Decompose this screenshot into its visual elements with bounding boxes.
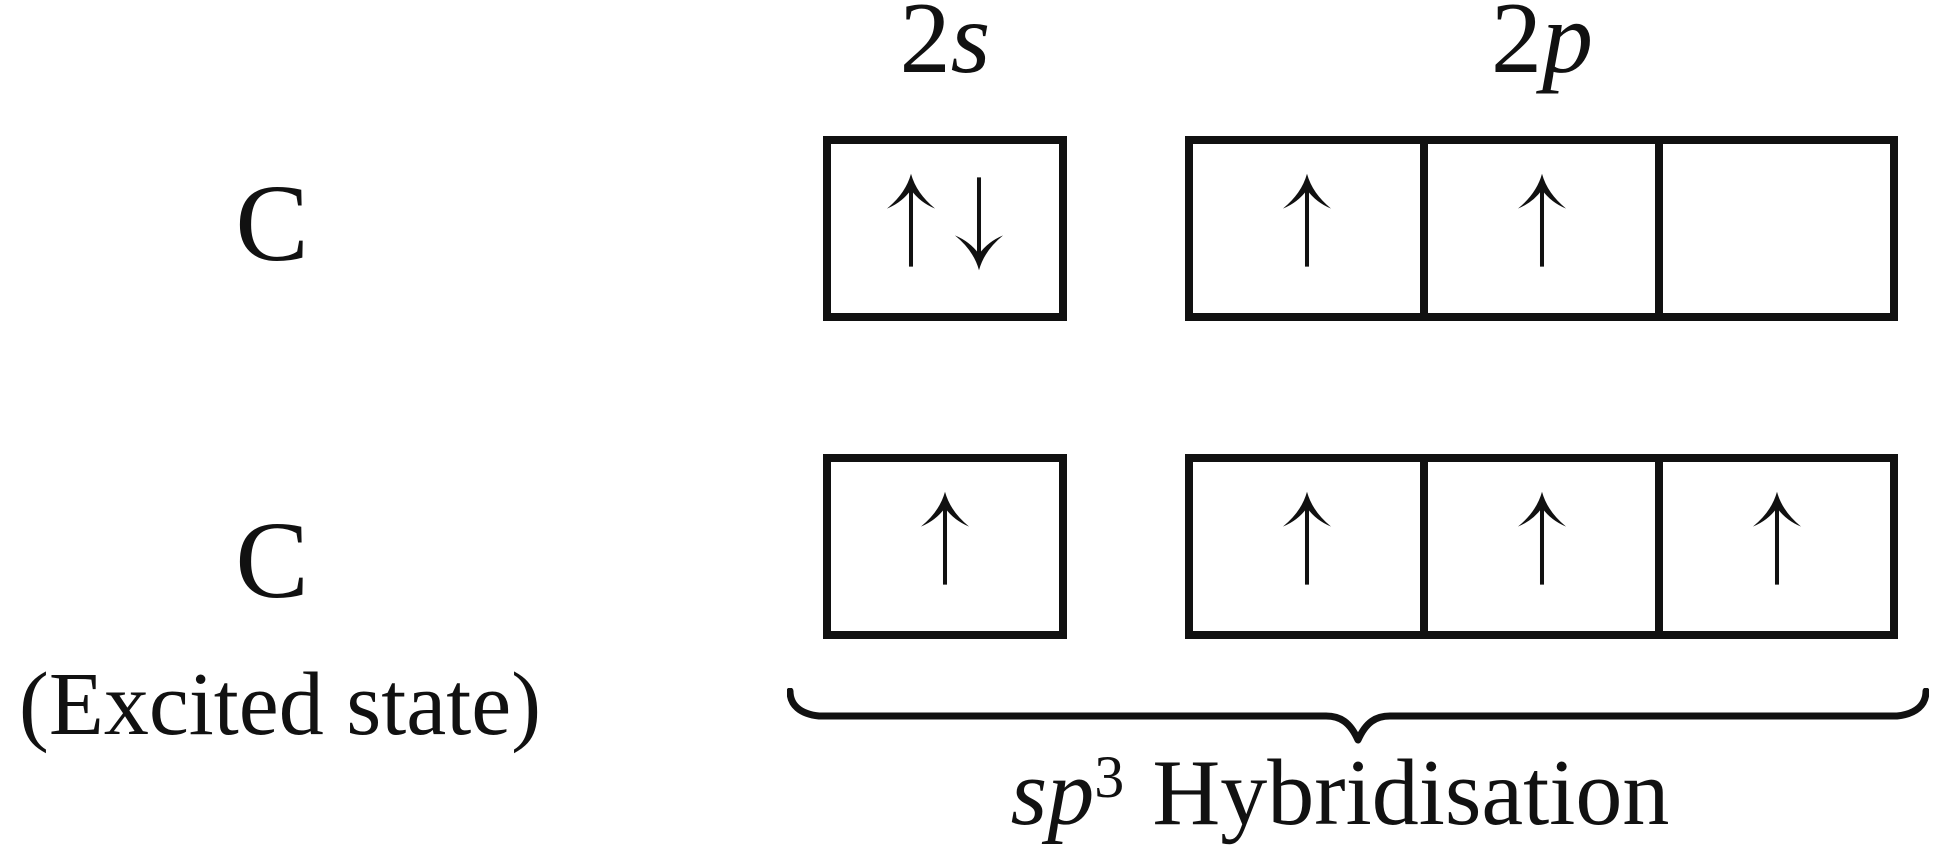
- up-arrow-icon: [1282, 173, 1331, 267]
- orbital-cell-2p2-excited: [1428, 462, 1663, 631]
- orbital-cell-2p1-excited: [1193, 462, 1428, 631]
- orbital-header-2p: 2p: [1417, 0, 1667, 90]
- orbital-cell-2p1-ground: [1193, 144, 1428, 313]
- orbital-2p-prefix: 2: [1491, 0, 1542, 95]
- orbital-cell-2p3-excited: [1663, 462, 1890, 631]
- up-arrow-icon: [920, 491, 970, 585]
- orbital-2s-letter: s: [950, 0, 991, 95]
- excited-state-note: (Excited state): [18, 655, 542, 754]
- up-arrow-icon: [1517, 491, 1566, 585]
- orbital-header-2s: 2s: [820, 0, 1070, 90]
- orbital-group-2p-ground: [1185, 136, 1898, 321]
- up-arrow-icon: [1282, 491, 1331, 585]
- down-arrow-icon: [954, 176, 1004, 270]
- orbital-group-2p-excited: [1185, 454, 1898, 639]
- orbital-2s-prefix: 2: [899, 0, 951, 95]
- up-arrow-icon: [1752, 491, 1801, 585]
- up-arrow-icon: [886, 173, 936, 267]
- hybridisation-word: Hybridisation: [1152, 741, 1670, 845]
- hybridisation-superscript-3: 3: [1094, 744, 1125, 810]
- element-symbol-ground-state: C: [235, 162, 309, 284]
- element-symbol-excited-state: C: [235, 499, 309, 621]
- underbrace: [787, 688, 1929, 744]
- orbital-cell-2p3-ground: [1663, 144, 1890, 313]
- orbital-2p-letter: p: [1542, 0, 1593, 95]
- orbital-cell-2p2-ground: [1428, 144, 1663, 313]
- up-arrow-icon: [1517, 173, 1566, 267]
- orbital-box-2s-ground: [823, 136, 1067, 321]
- orbital-box-2s-excited: [823, 454, 1067, 639]
- hybridisation-sp-italic: sp: [1010, 741, 1095, 845]
